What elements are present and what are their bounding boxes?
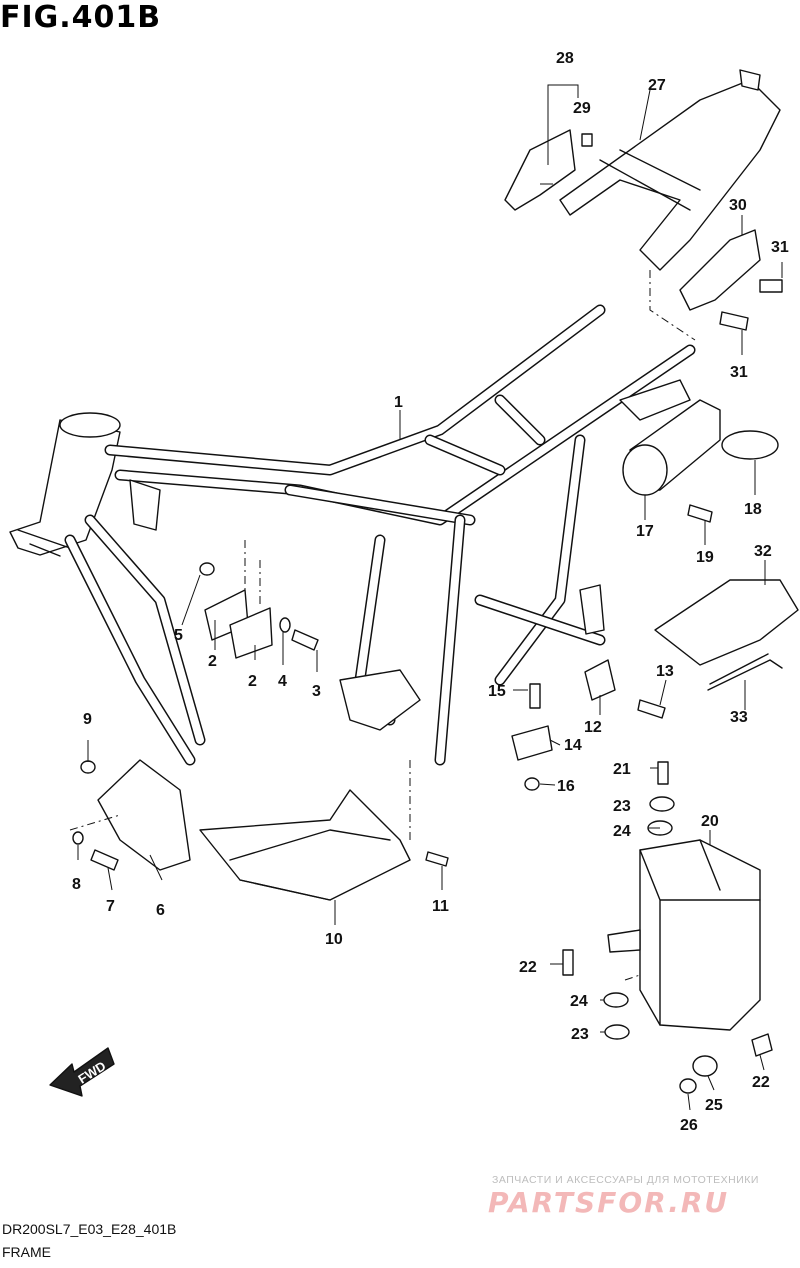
callout-2b: 2 (248, 673, 257, 690)
wrench-33 (707, 653, 783, 691)
callout-2a: 2 (208, 653, 217, 670)
fwd-arrow: FWD (49, 1047, 115, 1097)
main-frame (9, 304, 696, 766)
battery-case-20 (639, 839, 761, 1031)
cushion-14 (511, 725, 553, 761)
callout-23a: 23 (613, 798, 631, 815)
callout-23b: 23 (571, 1026, 589, 1043)
bolt-3 (291, 629, 319, 651)
callout-24a: 24 (613, 823, 631, 840)
figure-title: FIG.401B (0, 0, 162, 35)
air-cleaner-17 (622, 399, 721, 496)
leader-lines (77, 84, 783, 1111)
callout-22a: 22 (519, 959, 537, 976)
bolt-22-left (562, 949, 574, 976)
washer-4 (279, 617, 291, 633)
bolt-19 (687, 504, 713, 523)
cushion-24-bottom (603, 992, 629, 1008)
nut-9 (80, 760, 96, 774)
callout-21: 21 (613, 761, 631, 778)
callout-1: 1 (394, 394, 403, 411)
callout-11: 11 (432, 898, 449, 915)
watermark-logo: PARTSFOR.RU (488, 1186, 730, 1219)
nut-25 (692, 1055, 718, 1077)
cushion-12 (584, 659, 616, 701)
callout-17: 17 (636, 523, 654, 540)
cushion-23-bottom (604, 1024, 630, 1040)
plate-30 (679, 229, 761, 311)
callout-24b: 24 (570, 993, 588, 1010)
callout-28: 28 (556, 50, 574, 67)
callout-32: 32 (754, 543, 772, 560)
callout-4: 4 (278, 673, 287, 690)
callout-30: 30 (729, 197, 747, 214)
callout-14: 14 (564, 737, 582, 754)
bolt-11 (425, 851, 449, 867)
bolt-13 (637, 699, 666, 719)
clamp-18 (721, 430, 779, 460)
callout-labels: 1 2 2 3 4 5 6 7 8 9 10 11 12 13 14 15 16… (72, 50, 789, 1134)
tool-bag-32 (654, 579, 799, 666)
callout-3: 3 (312, 683, 321, 700)
callout-5: 5 (174, 627, 183, 644)
callout-31b: 31 (730, 364, 748, 381)
callout-31a: 31 (771, 239, 789, 256)
washer-8 (72, 831, 84, 845)
bolt-31-bottom (719, 311, 749, 331)
cushion-23-top (649, 796, 675, 812)
guard-6 (97, 759, 191, 871)
callout-25: 25 (705, 1097, 723, 1114)
bolt-15 (529, 683, 541, 709)
nut-5 (199, 562, 215, 576)
frame-10 (199, 789, 411, 901)
callout-26: 26 (680, 1117, 698, 1134)
callout-27: 27 (648, 77, 666, 94)
figure-name: FRAME (2, 1244, 51, 1260)
bolt-21 (657, 761, 669, 785)
nut-26 (679, 1078, 697, 1094)
callout-6: 6 (156, 902, 165, 919)
callout-18: 18 (744, 501, 762, 518)
callout-10: 10 (325, 931, 343, 948)
watermark-caption: ЗАПЧАСТИ И АКСЕССУАРЫ ДЛЯ МОТОТЕХНИКИ (492, 1174, 759, 1186)
callout-13: 13 (656, 663, 674, 680)
callout-33: 33 (730, 709, 748, 726)
callout-22b: 22 (752, 1074, 770, 1091)
callout-29: 29 (573, 100, 591, 117)
callout-19: 19 (696, 549, 714, 566)
bolt-22-right (751, 1033, 773, 1057)
callout-20: 20 (701, 813, 719, 830)
bolt-7 (90, 849, 119, 871)
bolt-31-top (759, 279, 783, 293)
clip-29 (581, 133, 593, 147)
callout-8: 8 (72, 876, 81, 893)
bracket-2b (229, 607, 273, 659)
figure-code: DR200SL7_E03_E28_401B (2, 1221, 177, 1237)
callout-12: 12 (584, 719, 602, 736)
assembly-lines (69, 270, 696, 981)
nut-16 (524, 777, 540, 791)
callout-7: 7 (106, 898, 115, 915)
plate-28 (504, 129, 576, 211)
rear-subframe (559, 69, 781, 271)
callout-9: 9 (83, 711, 92, 728)
callout-15: 15 (488, 683, 506, 700)
callout-16: 16 (557, 778, 575, 795)
